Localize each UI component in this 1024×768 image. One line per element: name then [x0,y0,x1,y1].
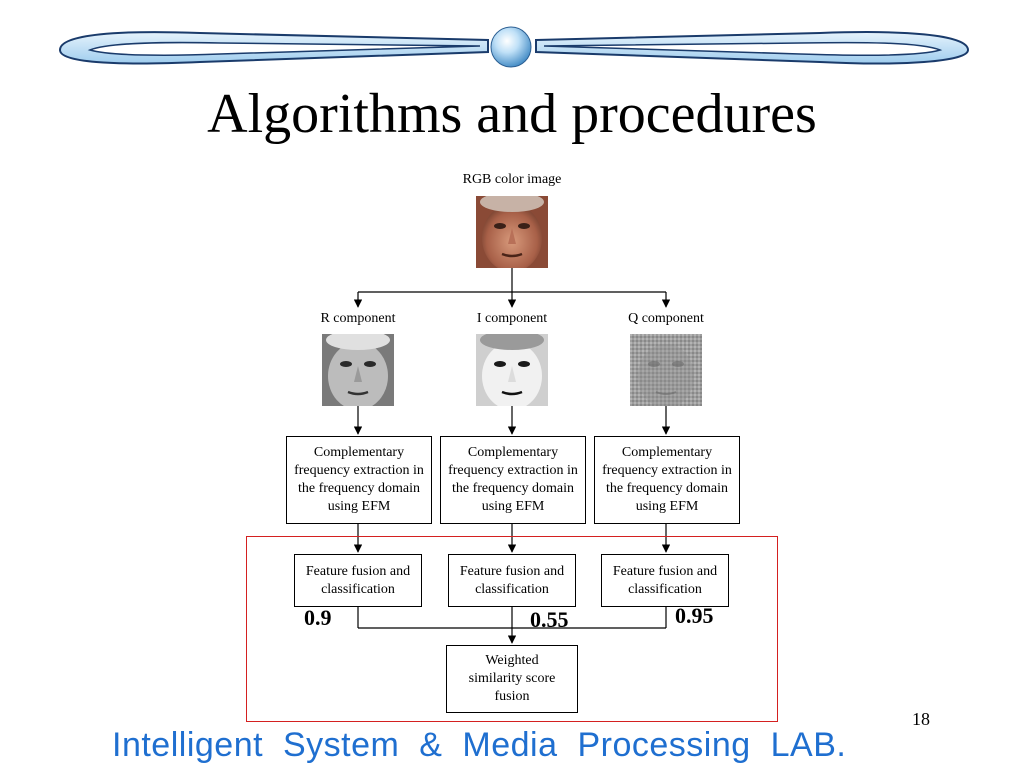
final-fusion-box: Weighted similarity score fusion [446,645,578,713]
fusion-box-i: Feature fusion and classification [448,554,576,607]
fusion-box-r: Feature fusion and classification [294,554,422,607]
footer-lab-name: Intelligent System & Media Processing LA… [112,726,847,764]
header-swoosh-decoration [58,26,970,68]
slide-title: Algorithms and procedures [207,83,817,145]
input-label: RGB color image [462,172,562,187]
weight-r: 0.9 [304,605,332,630]
q-component-face-image [630,334,702,406]
fusion-box-q: Feature fusion and classification [601,554,729,607]
fusion-highlight-box [246,536,778,722]
component-label-r: R component [320,311,396,326]
extraction-box-i: Complementary frequency extraction in th… [440,436,586,524]
page-number: 18 [912,709,930,729]
extraction-box-q: Complementary frequency extraction in th… [594,436,740,524]
orb-icon [490,26,532,68]
rgb-face-image [476,196,548,268]
component-label-q: Q component [628,311,704,326]
right-swoosh [535,31,970,65]
left-swoosh [58,31,489,65]
extraction-box-r: Complementary frequency extraction in th… [286,436,432,524]
i-component-face-image [476,334,548,406]
r-component-face-image [322,334,394,406]
component-label-i: I component [476,311,548,326]
weight-i: 0.55 [530,607,569,632]
weight-q: 0.95 [675,603,714,628]
